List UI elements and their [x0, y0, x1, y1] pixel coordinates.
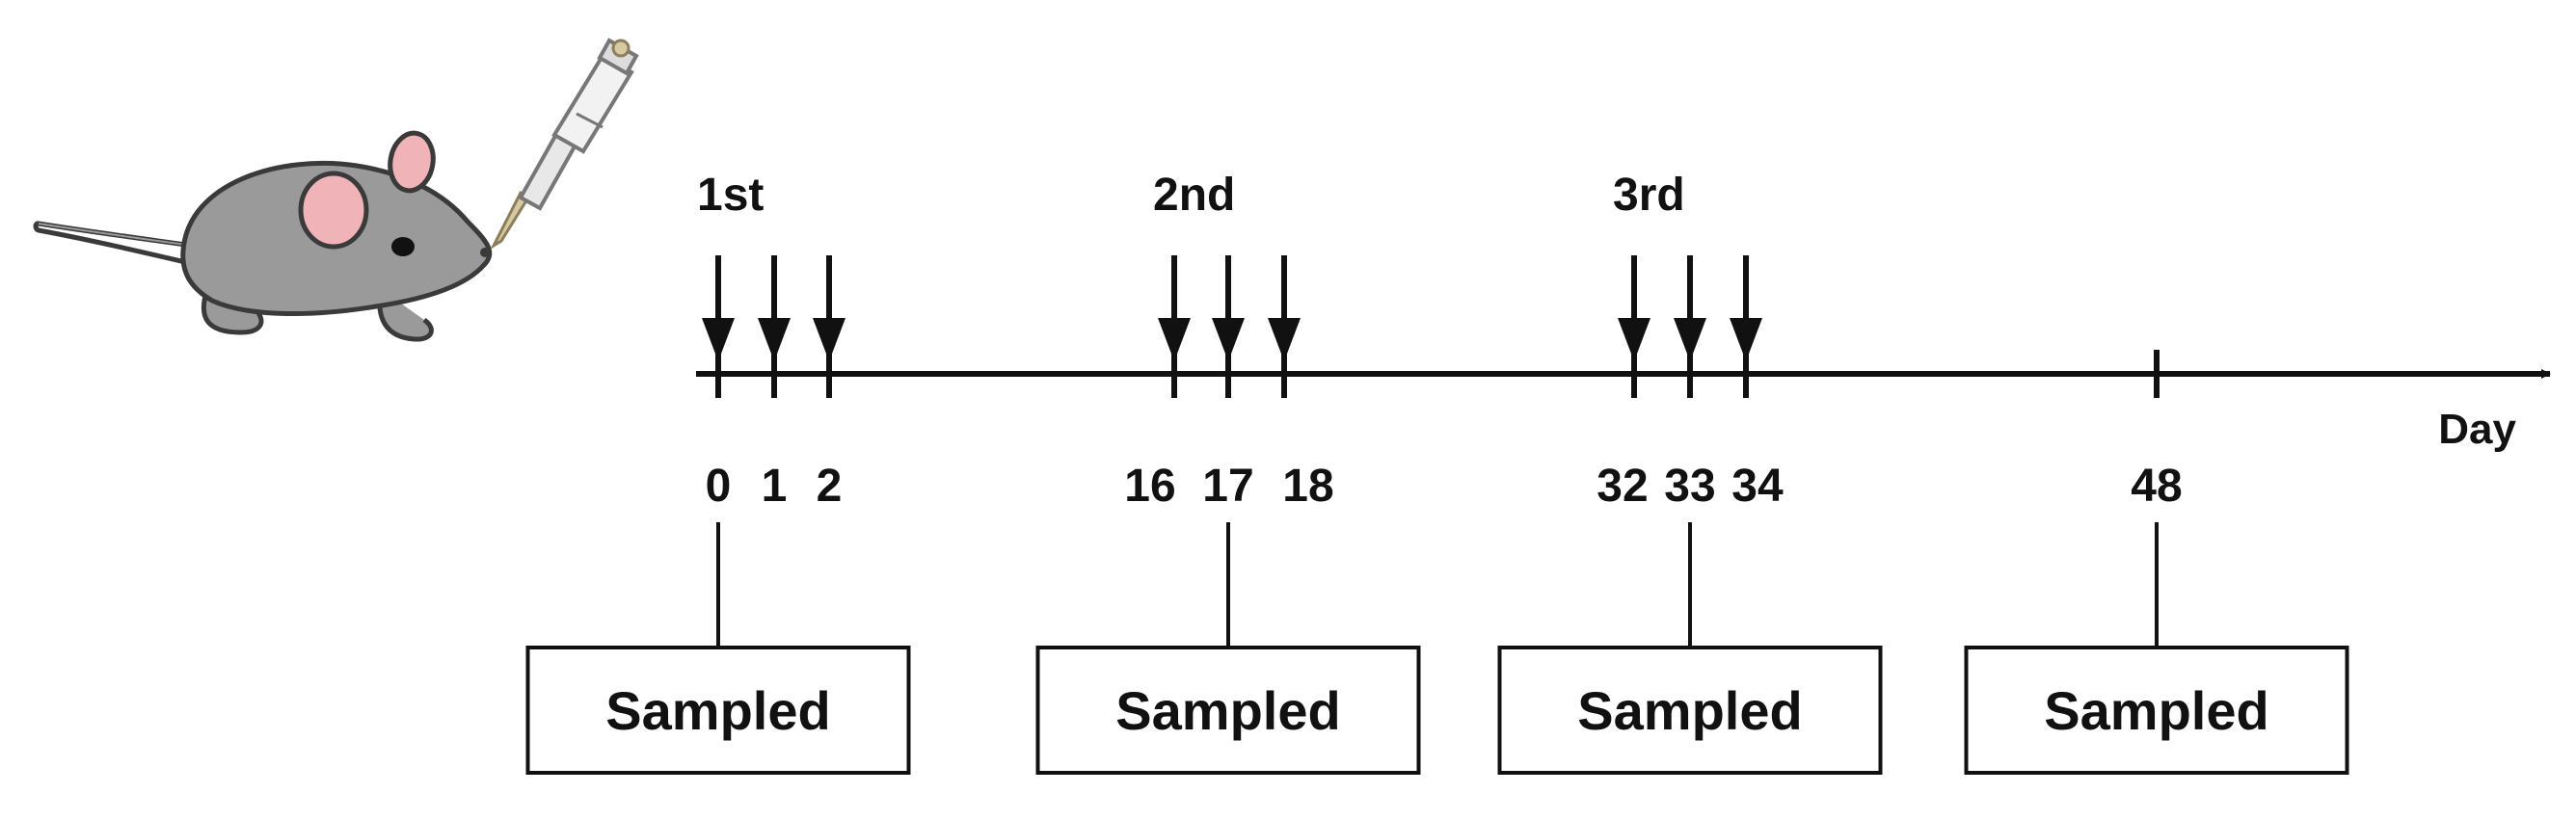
sample-box — [525, 646, 911, 775]
sample-box-label: Sampled — [605, 680, 830, 741]
administration-label: 1st — [697, 170, 764, 221]
tick-label: 17 — [1202, 461, 1253, 512]
sample-box — [1035, 646, 1421, 775]
sample-box-label: Sampled — [2044, 680, 2268, 741]
sample-box — [1497, 646, 1883, 775]
administration-arrow-head — [1268, 318, 1301, 361]
administration-arrow-head — [1212, 318, 1245, 361]
sample-box — [1964, 646, 2349, 775]
tick-label: 18 — [1282, 461, 1333, 512]
tick-label: 48 — [2131, 461, 2182, 512]
mouse-icon — [33, 130, 493, 342]
tick-label: 0 — [706, 461, 732, 512]
administration-arrow-head — [1158, 318, 1191, 361]
sample-box-label: Sampled — [1115, 680, 1340, 741]
administration-arrow-head — [1674, 318, 1706, 361]
tick-label: 32 — [1597, 461, 1648, 512]
administration-arrow-head — [1618, 318, 1650, 361]
administration-label: 3rd — [1613, 170, 1685, 221]
pipette-icon — [490, 38, 639, 251]
axis-unit-label: Day — [2438, 406, 2516, 453]
sample-boxes: Sampled Sampled Sampled Sampled — [525, 522, 2349, 775]
tick-label: 2 — [817, 461, 843, 512]
tick-label: 34 — [1731, 461, 1784, 512]
administration-arrow-head — [1730, 318, 1762, 361]
administration-arrows: 1st 2nd 3rd — [697, 170, 1762, 361]
administration-label: 2nd — [1153, 170, 1235, 221]
administration-arrow-head — [758, 318, 791, 361]
sample-box-label: Sampled — [1577, 680, 1802, 741]
administration-arrow-head — [702, 318, 735, 361]
tick-label: 33 — [1664, 461, 1715, 512]
tick-label: 16 — [1124, 461, 1175, 512]
administration-arrow-head — [813, 318, 845, 361]
tick-label: 1 — [762, 461, 788, 512]
